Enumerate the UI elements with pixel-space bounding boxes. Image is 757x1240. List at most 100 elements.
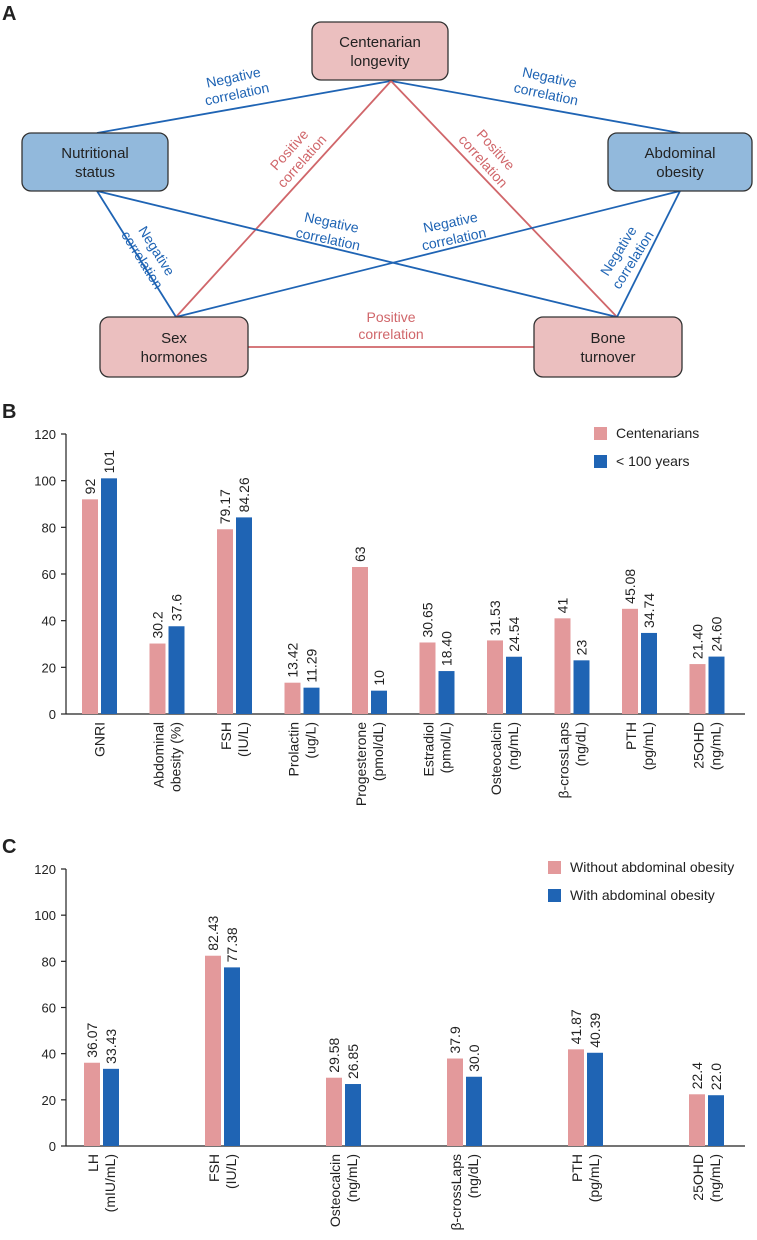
panel-letter: B [2, 401, 16, 423]
bar [168, 626, 185, 714]
data-label: 10 [371, 670, 387, 686]
legend-label: Centenarians [616, 425, 699, 441]
data-label: 22.4 [689, 1062, 705, 1089]
bar [587, 1052, 603, 1146]
category-label: (ng/dL) [465, 1154, 481, 1198]
category-label: FSH [206, 1154, 222, 1182]
category-label: FSH [218, 722, 234, 750]
bar [466, 1076, 482, 1146]
data-label: 34.74 [641, 593, 657, 628]
category-label: PTH [569, 1154, 585, 1182]
bar [573, 660, 590, 714]
node-label-line1: Nutritional [61, 145, 129, 162]
data-label: 36.07 [84, 1022, 100, 1057]
category-label: Osteocalcin [327, 1154, 343, 1227]
data-label: 40.39 [587, 1013, 603, 1048]
category-label: β-crossLaps [448, 1154, 464, 1231]
y-tick-label: 40 [42, 1047, 56, 1062]
category-label: (pg/mL) [586, 1154, 602, 1202]
bar [101, 478, 117, 714]
node-obesity: Abdominal obesity [607, 132, 753, 192]
y-tick-label: 100 [34, 474, 56, 489]
panel-a-letter: A [2, 3, 16, 25]
bar [345, 1084, 361, 1146]
data-label: 13.42 [285, 642, 301, 677]
category-label: (ng/mL) [505, 722, 521, 770]
bar [236, 517, 252, 714]
node-label-line2: status [75, 164, 115, 181]
data-label: 23 [574, 640, 590, 656]
node-label-line1: Abdominal [645, 145, 716, 162]
y-tick-label: 0 [49, 707, 56, 722]
category-label: (pmol/L) [438, 722, 454, 773]
category-label: PTH [623, 722, 639, 750]
data-label: 24.60 [709, 616, 725, 651]
y-tick-label: 60 [42, 567, 56, 582]
edge-longevity-nutrition [96, 80, 392, 134]
data-label: 37.9 [447, 1026, 463, 1053]
bar [224, 967, 240, 1146]
data-label: 37.6 [169, 594, 185, 621]
bar [689, 664, 706, 714]
data-label: 21.40 [690, 624, 706, 659]
panel-letter: C [2, 836, 16, 858]
data-label: 82.43 [205, 915, 221, 950]
bar [149, 643, 166, 714]
bar [438, 671, 455, 714]
bar [708, 1095, 724, 1146]
data-label: 11.29 [304, 648, 320, 682]
node-label-line2: hormones [141, 349, 208, 366]
bar [689, 1094, 705, 1146]
data-label: 26.85 [345, 1044, 361, 1079]
category-label: (ng/mL) [707, 1154, 723, 1202]
bar [84, 1062, 100, 1146]
category-label: (IU/L) [235, 722, 251, 757]
edge-obesity-sex [175, 190, 681, 318]
category-label: obesity (%) [168, 722, 184, 792]
y-tick-label: 120 [34, 427, 56, 442]
data-label: 29.58 [326, 1037, 342, 1072]
category-label: (ng/dL) [573, 722, 589, 766]
bar [371, 690, 387, 714]
category-label: LH [85, 1154, 101, 1172]
node-label-line2: obesity [656, 164, 704, 181]
data-label: 30.65 [420, 602, 436, 637]
y-tick-label: 120 [34, 862, 56, 877]
category-label: 25OHD [691, 722, 707, 769]
node-label-line1: Sex [161, 330, 187, 347]
y-tick-label: 60 [42, 1001, 56, 1016]
legend-swatch [594, 427, 607, 440]
bar [352, 567, 368, 714]
bar [326, 1077, 342, 1146]
legend-swatch [548, 889, 561, 902]
bar [568, 1049, 584, 1146]
category-label: (pmol/dL) [370, 722, 386, 781]
category-label: Progesterone [353, 722, 369, 806]
data-label: 77.38 [224, 927, 240, 962]
category-label: Abdominal [151, 722, 167, 788]
panel-a-diagram: ANegativecorrelationNegativecorrelationP… [2, 3, 753, 378]
bar [708, 656, 725, 714]
y-tick-label: 80 [42, 954, 56, 969]
edge-nutrition-bone [96, 190, 618, 318]
edge-longevity-sex [175, 80, 392, 318]
bar [622, 608, 638, 714]
data-label: 41.87 [568, 1009, 584, 1044]
category-label: (IU/L) [223, 1154, 239, 1189]
data-label: 92 [82, 479, 98, 495]
edge-longevity-obesity [390, 80, 681, 134]
edge-label-line1: Positive [366, 309, 415, 325]
category-label: Estradiol [421, 722, 437, 776]
data-label: 22.0 [708, 1063, 724, 1090]
legend-swatch [548, 861, 561, 874]
node-sex: Sex hormones [99, 316, 249, 378]
data-label: 101 [101, 450, 117, 474]
bar [205, 955, 221, 1146]
